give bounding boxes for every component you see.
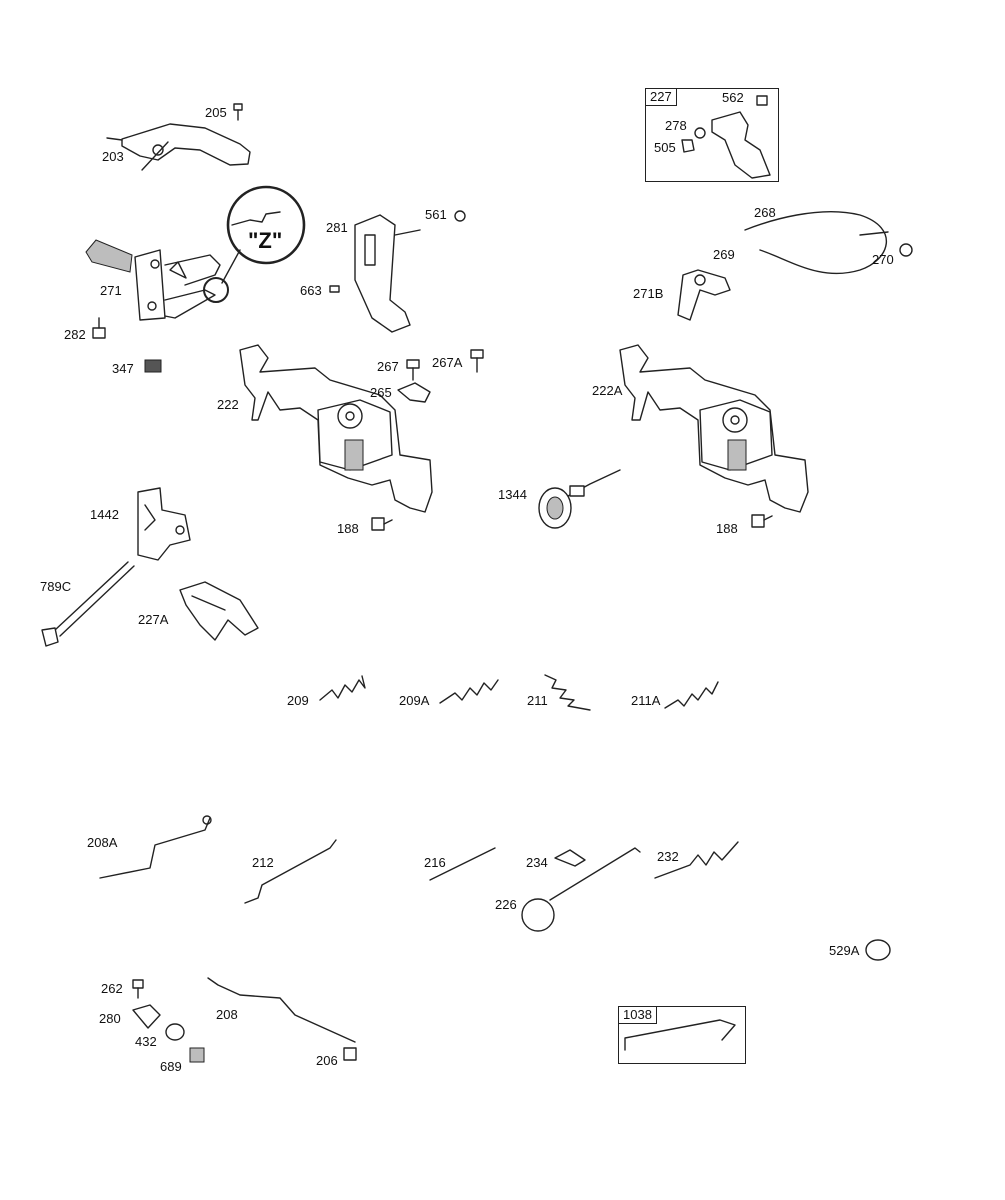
part-271-lever (86, 240, 220, 320)
part-188a-bolt (372, 518, 392, 530)
box-label-227: 227 (645, 88, 677, 106)
label-212: 212 (252, 855, 274, 870)
part-209-spring (320, 676, 365, 700)
part-209A-spring (440, 680, 498, 703)
label-280: 280 (99, 1011, 121, 1026)
label-267A: 267A (432, 355, 463, 370)
part-262-screw (133, 980, 143, 998)
label-789C: 789C (40, 579, 72, 594)
part-227A-bracket (180, 582, 258, 640)
label-262: 262 (101, 981, 123, 996)
label-265: 265 (370, 385, 392, 400)
part-211-spring (545, 675, 590, 710)
part-1442-governor (138, 488, 190, 560)
label-232: 232 (657, 849, 679, 864)
label-271B: 271B (633, 286, 664, 301)
label-226: 226 (495, 897, 517, 912)
part-216-rod (430, 848, 495, 880)
part-347-clip (145, 360, 161, 372)
label-689: 689 (160, 1059, 182, 1074)
label-209: 209 (287, 693, 309, 708)
label-227A: 227A (138, 612, 169, 627)
label-222A: 222A (592, 383, 623, 398)
box-227-frame (645, 88, 779, 182)
part-271B-bracket (678, 270, 730, 320)
part-663-screw (330, 286, 339, 292)
box-1038-frame (618, 1006, 746, 1064)
box-label-1038: 1038 (618, 1006, 657, 1024)
label-188-left: 188 (337, 521, 359, 536)
label-347: 347 (112, 361, 134, 376)
label-282: 282 (64, 327, 86, 342)
part-234-clip (555, 850, 585, 866)
part-270-nut (900, 244, 912, 256)
part-282-bolt (93, 318, 105, 338)
label-1344: 1344 (498, 487, 527, 502)
label-271: 271 (100, 283, 122, 298)
part-203-bracket (107, 124, 250, 170)
part-267-screw (407, 360, 419, 380)
part-188b-bolt (752, 515, 772, 527)
label-270: 270 (872, 252, 894, 267)
label-505: 505 (654, 140, 676, 155)
part-529A-cap (866, 940, 890, 960)
part-1038-wire (625, 1020, 735, 1050)
label-663: 663 (300, 283, 322, 298)
label-222: 222 (217, 397, 239, 412)
label-209A: 209A (399, 693, 430, 708)
label-562: 562 (722, 90, 744, 105)
label-278: 278 (665, 118, 687, 133)
part-232-spring (655, 842, 738, 878)
part-226-ring-rod (522, 848, 640, 931)
part-432-plug (166, 1024, 184, 1040)
part-267A-bolt (471, 350, 483, 372)
label-269: 269 (713, 247, 735, 262)
part-211A-spring (665, 682, 718, 708)
label-267: 267 (377, 359, 399, 374)
label-432: 432 (135, 1034, 157, 1049)
part-208A-rod (100, 816, 211, 878)
part-206-screw (344, 1048, 356, 1060)
label-208: 208 (216, 1007, 238, 1022)
label-1442: 1442 (90, 507, 119, 522)
label-268: 268 (754, 205, 776, 220)
part-689-spring (190, 1048, 204, 1062)
part-222-control-bracket (240, 345, 432, 512)
label-206: 206 (316, 1053, 338, 1068)
part-281-bracket (355, 215, 420, 332)
label-561: 561 (425, 207, 447, 222)
label-216: 216 (424, 855, 446, 870)
label-208A: 208A (87, 835, 118, 850)
part-208-rod (208, 978, 355, 1042)
part-1344-knob (539, 470, 620, 528)
detail-z-label: "Z" (248, 228, 283, 253)
part-227-lever (682, 96, 770, 178)
label-234: 234 (526, 855, 548, 870)
part-265-clip (398, 383, 430, 402)
part-561-nut (455, 211, 465, 221)
label-281: 281 (326, 220, 348, 235)
part-205-screw (234, 104, 242, 120)
label-529A: 529A (829, 943, 860, 958)
label-188-right: 188 (716, 521, 738, 536)
label-211A: 211A (631, 693, 661, 708)
label-205: 205 (205, 105, 227, 120)
label-203: 203 (102, 149, 124, 164)
part-222A-control-bracket (620, 345, 808, 512)
label-211: 211 (527, 693, 548, 708)
part-789C-wires (42, 562, 134, 646)
part-268-cable (745, 212, 888, 274)
part-280-bracket (133, 1005, 160, 1028)
part-212-rod (245, 840, 336, 903)
